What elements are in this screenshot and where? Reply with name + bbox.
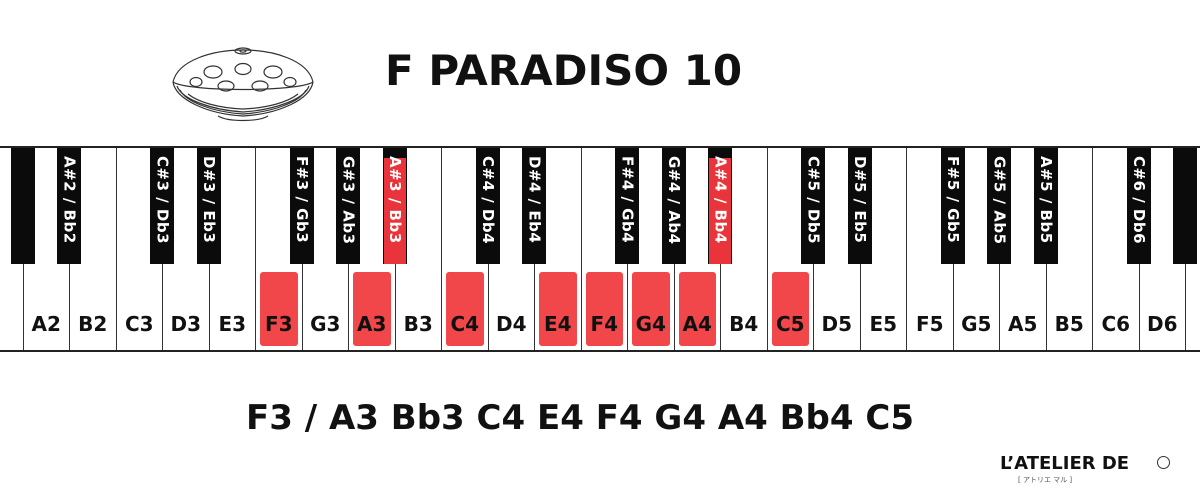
white-key-label: B2 [78, 312, 108, 336]
brand-name: L’ATELIER DE [1000, 453, 1130, 474]
highlight-mark [771, 272, 809, 346]
black-key-label: G#3 / Ab3 [339, 156, 358, 245]
white-key[interactable]: C5 [766, 148, 814, 350]
highlight-mark [446, 272, 484, 346]
white-key-label: C5 [775, 312, 805, 336]
page-title: F PARADISO 10 [385, 46, 743, 95]
black-key-label: A#5 / Bb5 [1037, 156, 1055, 244]
black-key[interactable]: A#3 / Bb3 [382, 148, 407, 264]
highlight-mark [539, 272, 577, 346]
white-key-label: E3 [218, 312, 247, 336]
highlight-mark [709, 158, 731, 264]
highlight-mark [585, 272, 623, 346]
black-key[interactable]: C#4 / Db4 [475, 148, 500, 264]
white-key[interactable]: C3 [115, 148, 163, 350]
white-key-label: C3 [124, 312, 154, 336]
black-key[interactable]: G#4 / Ab4 [661, 148, 686, 264]
highlight-mark [632, 272, 670, 346]
white-key-label: B5 [1054, 312, 1084, 336]
brand-subtitle: [ アトリエ マル ] [1018, 476, 1073, 484]
scale-notes: F3 / A3 Bb3 C4 E4 F4 G4 A4 Bb4 C5 [246, 398, 914, 438]
white-key-label: D4 [495, 312, 527, 336]
black-key-label: D#4 / Eb4 [525, 156, 544, 244]
black-key-label: F#3 / Gb3 [293, 156, 311, 244]
handpan-icon [172, 47, 314, 122]
white-key-label: F3 [264, 312, 293, 336]
white-key-label: G3 [310, 312, 341, 336]
white-key-label: F4 [590, 312, 619, 336]
black-key[interactable]: F#5 / Gb5 [940, 148, 965, 264]
white-key-label: E4 [543, 312, 572, 336]
white-key[interactable]: C4 [441, 148, 488, 350]
piano-keyboard: A2 B2 C3 D3 E3 F3 G3 A3 B3 C4 D4 E4 F4 G4 A4 B4 C5 D5 E5 F5… [0, 146, 1200, 352]
black-key[interactable] [1173, 148, 1197, 264]
white-key[interactable]: C6 [1092, 148, 1139, 350]
black-key-label: C#6 / Db6 [1130, 156, 1148, 245]
white-key-label: G4 [635, 312, 666, 336]
black-key[interactable]: D#3 / Eb3 [196, 148, 221, 264]
white-key[interactable]: F5 [906, 148, 953, 350]
black-key[interactable]: F#3 / Gb3 [289, 148, 314, 264]
black-key[interactable]: C#3 / Db3 [150, 148, 174, 264]
white-key-label: D3 [170, 312, 202, 336]
black-key-label: C#5 / Db5 [804, 156, 823, 245]
white-key[interactable]: F4 [580, 148, 628, 350]
white-key-label: C6 [1101, 312, 1131, 336]
black-key-label: A#2 / Bb2 [60, 156, 79, 244]
white-key-label: C4 [450, 312, 480, 336]
black-key-label: C#4 / Db4 [479, 156, 497, 245]
black-key-label: G#4 / Ab4 [665, 156, 683, 245]
black-key[interactable]: A#2 / Bb2 [57, 148, 81, 264]
white-key-label: B3 [403, 312, 433, 336]
black-key[interactable]: F#4 / Gb4 [615, 148, 639, 264]
black-key[interactable]: G#5 / Ab5 [987, 148, 1011, 264]
white-key[interactable]: F3 [255, 148, 302, 350]
white-key-label: A2 [31, 312, 61, 336]
highlight-mark [383, 158, 406, 264]
highlight-mark [353, 272, 391, 346]
black-key[interactable]: C#6 / Db6 [1126, 148, 1151, 264]
black-key-label: A#4 / Bb4 [711, 156, 730, 244]
black-key[interactable]: C#5 / Db5 [801, 148, 825, 264]
white-key-label: F5 [915, 312, 944, 336]
highlight-mark [260, 272, 298, 346]
black-key-label: D#5 / Eb5 [851, 156, 869, 244]
white-key[interactable]: A3 [348, 148, 395, 350]
black-key-label: D#3 / Eb3 [200, 156, 218, 244]
white-key[interactable]: E4 [534, 148, 581, 350]
highlight-mark [678, 272, 716, 346]
white-key-label: B4 [729, 312, 759, 336]
black-key-label: G#5 / Ab5 [990, 156, 1009, 245]
black-key[interactable]: A#5 / Bb5 [1033, 148, 1058, 264]
white-key[interactable]: G4 [627, 148, 674, 350]
white-key-label: E5 [869, 312, 898, 336]
black-key-label: C#3 / Db3 [153, 156, 172, 245]
black-key[interactable]: A#4 / Bb4 [708, 148, 732, 264]
black-key-label: F#4 / Gb4 [618, 156, 637, 244]
black-key-label: A#3 / Bb3 [386, 156, 404, 244]
black-key[interactable]: D#5 / Eb5 [847, 148, 872, 264]
black-key[interactable]: G#3 / Ab3 [336, 148, 360, 264]
black-key[interactable]: D#4 / Eb4 [522, 148, 546, 264]
white-key-label: A5 [1008, 312, 1038, 336]
white-key-label: D6 [1146, 312, 1178, 336]
white-key-label: D5 [821, 312, 853, 336]
white-key-label: A3 [357, 312, 387, 336]
white-key-label: G5 [961, 312, 992, 336]
white-key[interactable]: A4 [673, 148, 721, 350]
white-key-label: A4 [682, 312, 712, 336]
black-key[interactable] [10, 148, 35, 264]
black-key-label: F#5 / Gb5 [944, 156, 962, 244]
circle-icon [1157, 456, 1170, 469]
